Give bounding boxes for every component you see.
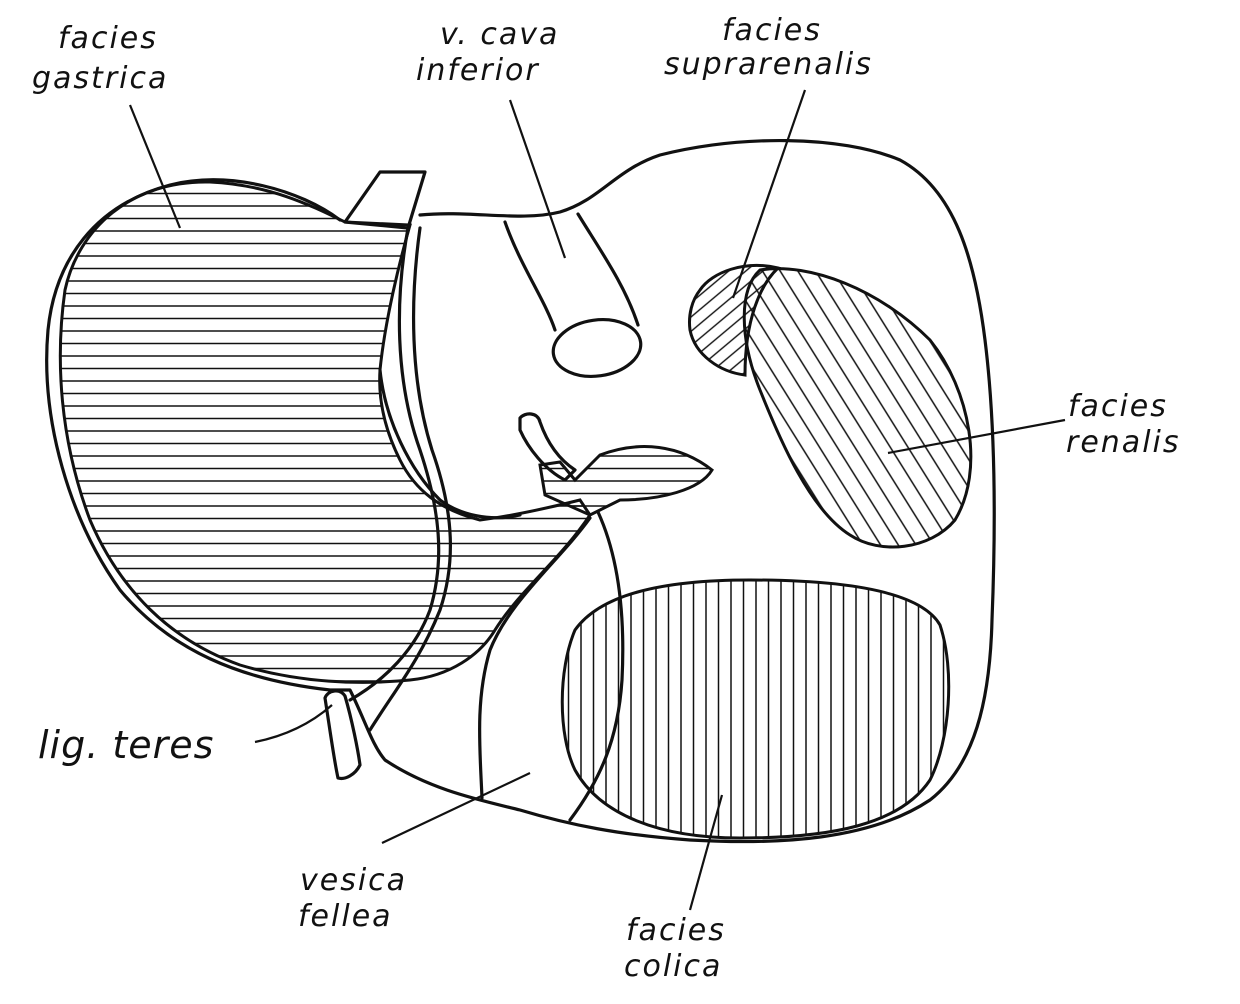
label-facies-renalis: facies	[1068, 389, 1168, 424]
gallbladder-outline-2	[477, 516, 592, 800]
label-vesica-fellea: vesica	[300, 863, 407, 898]
facies-colica-area	[560, 578, 951, 840]
label-facies-renalis-2: renalis	[1066, 425, 1181, 460]
label-facies-gastrica: facies	[58, 21, 158, 56]
label-facies-suprarenalis-2: suprarenalis	[664, 47, 873, 82]
porta-hatched	[538, 445, 714, 517]
fissure-ligamentum-inner	[368, 226, 452, 732]
leader-vcava	[508, 99, 567, 259]
facies-renalis-area	[742, 267, 973, 549]
leader-colica	[688, 794, 724, 911]
leader-gastrica	[128, 104, 182, 229]
fissure-ligamentum	[348, 226, 441, 702]
label-facies-colica-2: colica	[624, 949, 722, 984]
leader-vesica	[381, 772, 531, 844]
leader-suprarenalis	[731, 89, 807, 299]
vena-cava-opening	[551, 318, 643, 378]
label-facies-suprarenalis: facies	[722, 13, 822, 48]
label-lig-teres: lig. teres	[38, 723, 214, 767]
facies-gastrica-area	[58, 180, 592, 684]
leader-lig-teres	[254, 704, 333, 744]
fissure-top	[343, 170, 427, 230]
label-facies-colica: facies	[626, 913, 726, 948]
liver-outline	[45, 139, 996, 844]
facies-suprarenalis-area	[688, 263, 782, 377]
quadrate-boundary	[378, 368, 522, 520]
label-facies-gastrica-2: gastrica	[32, 61, 168, 96]
label-v-cava: v. cava	[440, 17, 559, 52]
vena-cava	[503, 212, 640, 332]
label-v-cava-2: inferior	[416, 53, 540, 88]
lig-teres-stub	[323, 689, 362, 781]
label-vesica-fellea-2: fellea	[298, 899, 393, 934]
papillary-process	[518, 412, 577, 482]
leader-renalis	[887, 418, 1066, 455]
